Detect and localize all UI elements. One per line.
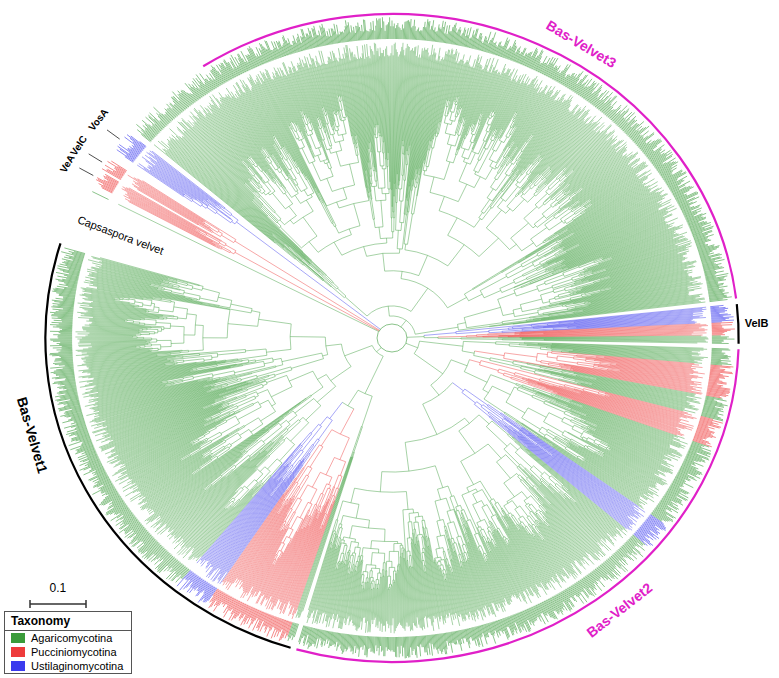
legend-swatch [11,647,25,657]
clade-label: VosA [86,106,111,134]
legend-swatch [11,661,25,671]
tree-label: Bas-Velvet1 [13,394,51,476]
legend-text: Ustilaginomycotina [31,660,123,672]
clade-bracket [737,304,739,344]
scale-bar-line [30,603,86,605]
tree-branch [75,43,708,634]
tree-label: VosA [86,106,112,134]
tree-branches [75,43,708,634]
clade-label: Bas-Velvet1 [13,394,51,476]
leader-line [89,154,102,162]
leaf-label-band [49,17,735,658]
scale-bar [30,600,86,608]
clade-label: Bas-Velvet3 [542,16,619,71]
legend-title: Taxonomy [5,612,131,631]
tree-label: Bas-Velvet3 [542,16,619,71]
clade-label: VelC [68,132,90,158]
scale-bar-tick [85,600,87,608]
legend-box: TaxonomyAgaricomycotinaPucciniomycotinaU… [4,611,132,674]
legend-text: Pucciniomycotina [31,646,117,658]
leaf-label-tick [96,161,735,641]
clade-bracket [203,14,736,298]
leaf-label-tick [49,17,734,658]
tree-label: VelC [68,132,91,158]
legend-row: Pucciniomycotina [5,645,131,659]
clade-bracket [296,349,738,662]
scale-label: 0.1 [49,581,68,595]
leaf-label-tick [117,135,734,603]
tree-label: VelB [744,317,770,330]
tree-label: Capsaspora velvet [74,213,166,258]
leader-line [107,130,120,139]
root-circle [377,324,407,352]
legend-row: Ustilaginomycotina [5,659,131,673]
tree-label: 0.1 [49,582,68,596]
clade-label: VelB [744,317,770,329]
clade-label: Capsaspora velvet [74,213,165,257]
leader-line [79,168,93,176]
legend-row: Agaricomycotina [5,631,131,645]
clade-brackets [45,14,738,662]
legend-text: Agaricomycotina [31,632,112,644]
legend-swatch [11,633,25,643]
scale-bar-tick [29,600,31,608]
clade-bracket [45,243,290,648]
